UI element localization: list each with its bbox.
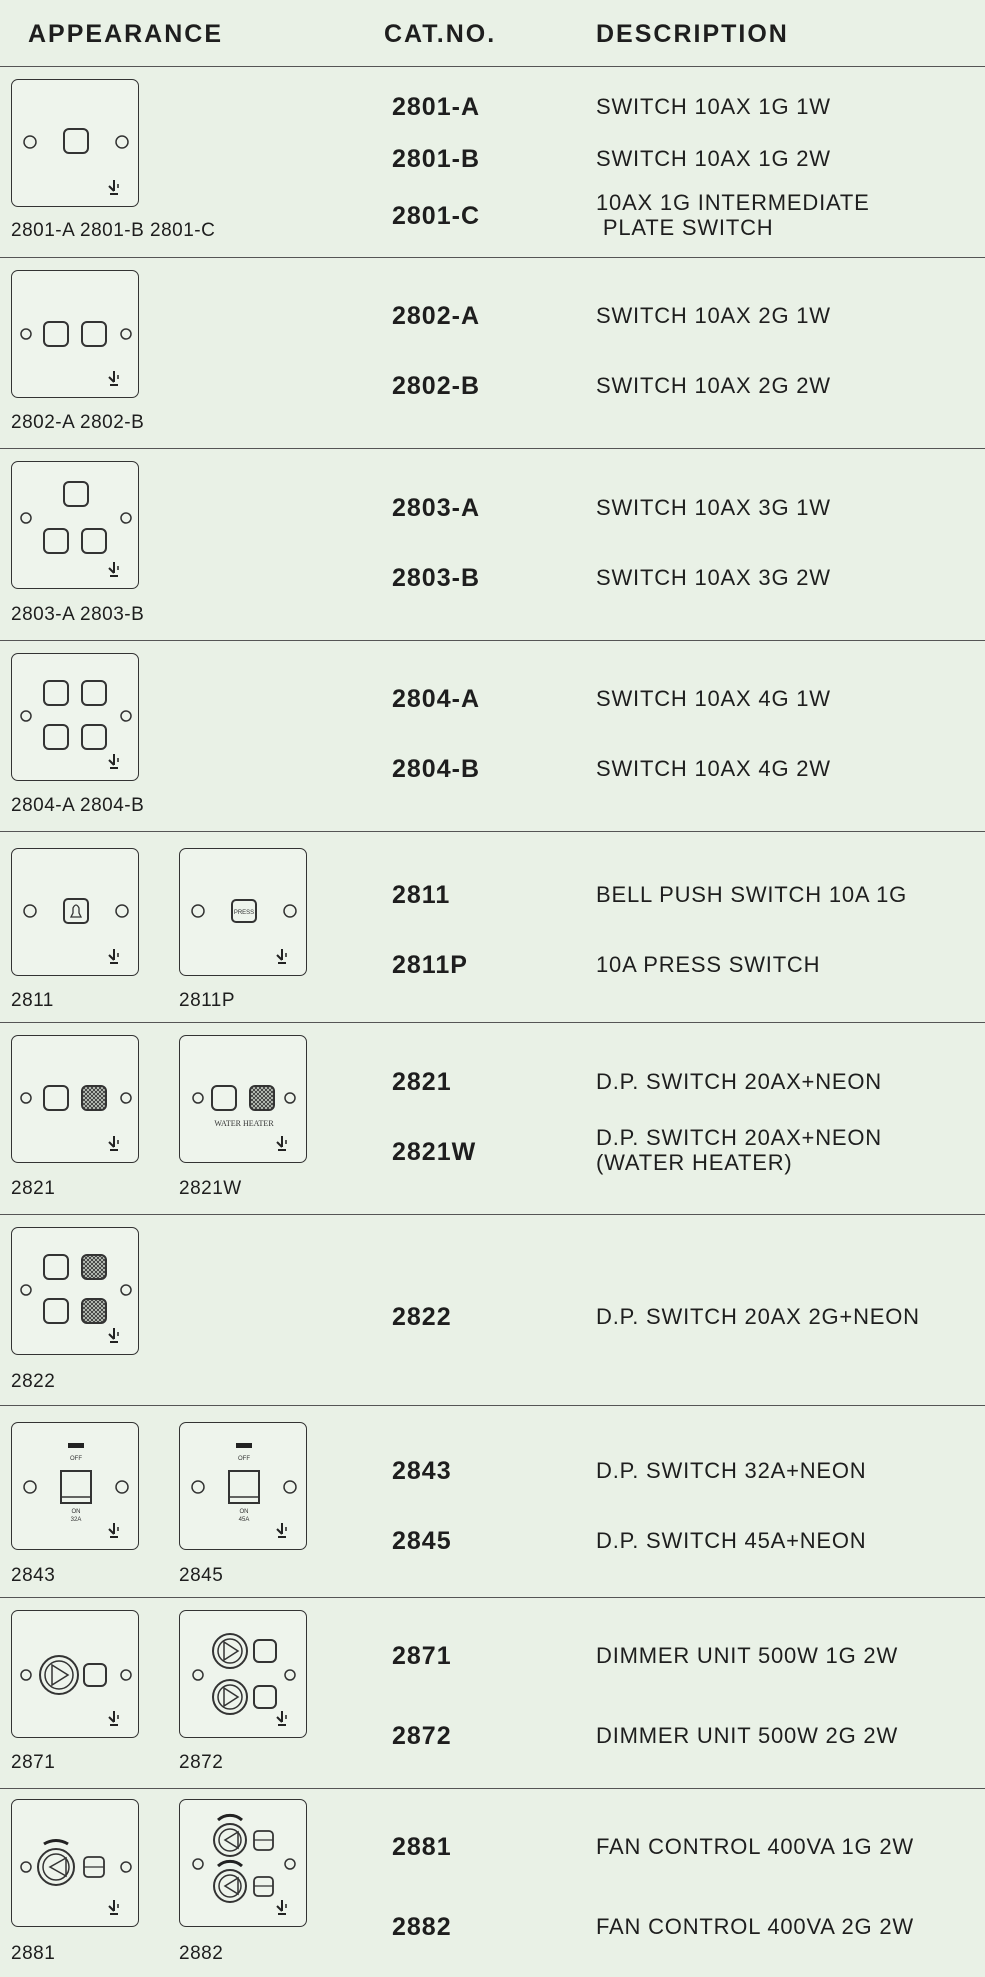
description: FAN CONTROL 400VA 1G 2W (596, 1834, 914, 1859)
cat-no: 2821W (392, 1138, 477, 1166)
appearance-caption: 2882 (179, 1943, 224, 1964)
press-label: PRESS (234, 910, 254, 916)
description: SWITCH 10AX 1G 2W (596, 146, 831, 171)
description: 10AX 1G INTERMEDIATE PLATE SWITCH (596, 190, 870, 240)
description: DIMMER UNIT 500W 2G 2W (596, 1723, 899, 1748)
amp-label: 32A (71, 1517, 82, 1523)
appearance-caption: 2803-A 2803-B (11, 604, 145, 625)
appearance-caption: 2845 (179, 1565, 224, 1586)
description: 10A PRESS SWITCH (596, 952, 821, 977)
table-header: APPEARANCE CAT.NO. DESCRIPTION (0, 0, 985, 67)
appearance-caption: 2881 (11, 1943, 56, 1964)
table-row: WATER HEATER 2821 2821W 2821 D.P. SWITCH… (0, 1023, 985, 1215)
cat-no: 2802-B (392, 372, 480, 400)
cat-no: 2881 (392, 1833, 452, 1861)
appearance-caption: 2801-A 2801-B 2801-C (11, 220, 216, 241)
header-catno: CAT.NO. (384, 20, 497, 48)
dp-switch-32a-plate-icon: OFF ON 32A (11, 1422, 139, 1550)
description: BELL PUSH SWITCH 10A 1G (596, 882, 908, 907)
cat-no: 2811P (392, 951, 468, 979)
appearance-caption: 2822 (11, 1371, 56, 1392)
description: D.P. SWITCH 20AX 2G+NEON (596, 1304, 920, 1329)
table-row: 2881 2882 2881 FAN CONTROL 400VA 1G 2W 2… (0, 1789, 985, 1977)
cat-no: 2801-A (392, 93, 480, 121)
cat-no: 2882 (392, 1913, 452, 1941)
cat-no: 2845 (392, 1527, 452, 1555)
cat-no: 2803-A (392, 494, 480, 522)
table-row: 2802-A 2802-B 2802-A SWITCH 10AX 2G 1W 2… (0, 258, 985, 449)
appearance-caption: 2821W (179, 1178, 242, 1199)
cat-no: 2801-C (392, 202, 480, 230)
description: D.P. SWITCH 20AX+NEON (596, 1069, 882, 1094)
description: SWITCH 10AX 2G 2W (596, 373, 831, 398)
description: SWITCH 10AX 3G 2W (596, 565, 831, 590)
description: SWITCH 10AX 3G 1W (596, 495, 831, 520)
description: SWITCH 10AX 4G 1W (596, 686, 831, 711)
dimmer-1g-plate-icon (11, 1610, 139, 1738)
appearance-caption: 2871 (11, 1752, 56, 1773)
cat-no: 2821 (392, 1068, 452, 1096)
press-switch-plate-icon: PRESS (179, 848, 307, 976)
cat-no: 2811 (392, 881, 451, 909)
table-row: 2804-A 2804-B 2804-A SWITCH 10AX 4G 1W 2… (0, 641, 985, 832)
water-heater-label: WATER HEATER (214, 1119, 274, 1128)
bell-push-plate-icon (11, 848, 139, 976)
cat-no: 2804-A (392, 685, 480, 713)
description: FAN CONTROL 400VA 2G 2W (596, 1914, 914, 1939)
description: D.P. SWITCH 32A+NEON (596, 1458, 867, 1483)
switch-plate-3g-icon (11, 461, 139, 589)
off-label: OFF (238, 1456, 250, 1462)
table-row: 2822 2822 D.P. SWITCH 20AX 2G+NEON (0, 1215, 985, 1406)
appearance-caption: 2802-A 2802-B (11, 412, 145, 433)
appearance-caption: 2872 (179, 1752, 224, 1773)
description: SWITCH 10AX 4G 2W (596, 756, 831, 781)
off-label: OFF (70, 1456, 82, 1462)
water-heater-plate-icon: WATER HEATER (179, 1035, 307, 1163)
cat-no: 2804-B (392, 755, 480, 783)
header-description: DESCRIPTION (596, 20, 789, 48)
table-row: 2871 2872 2871 DIMMER UNIT 500W 1G 2W 28… (0, 1598, 985, 1789)
on-label: ON (72, 1509, 81, 1515)
switch-plate-4g-icon (11, 653, 139, 781)
cat-no: 2802-A (392, 302, 480, 330)
on-label: ON (240, 1509, 249, 1515)
table-row: 2801-A 2801-B 2801-C 2801-A SWITCH 10AX … (0, 66, 985, 258)
cat-no: 2843 (392, 1457, 452, 1485)
fan-control-1g-plate-icon (11, 1799, 139, 1927)
cat-no: 2871 (392, 1642, 452, 1670)
appearance-caption: 2821 (11, 1178, 56, 1199)
dp-switch-neon-plate-icon (11, 1035, 139, 1163)
cat-no: 2822 (392, 1303, 452, 1331)
table-row: 2803-A 2803-B 2803-A SWITCH 10AX 3G 1W 2… (0, 449, 985, 641)
fan-control-2g-plate-icon (179, 1799, 307, 1927)
switch-plate-2g-icon (11, 270, 139, 398)
table-row: OFF ON 32A OFF ON 45A 2843 2845 (0, 1406, 985, 1598)
appearance-caption: 2811 (11, 990, 54, 1011)
description: SWITCH 10AX 2G 1W (596, 303, 831, 328)
appearance-caption: 2804-A 2804-B (11, 795, 145, 816)
table-row: PRESS 2811 2811P 2811 BELL PUSH SWITCH 1… (0, 832, 985, 1023)
cat-no: 2801-B (392, 145, 480, 173)
cat-no: 2872 (392, 1722, 452, 1750)
dp-switch-45a-plate-icon: OFF ON 45A (179, 1422, 307, 1550)
cat-no: 2803-B (392, 564, 480, 592)
description: DIMMER UNIT 500W 1G 2W (596, 1643, 899, 1668)
header-appearance: APPEARANCE (28, 20, 224, 48)
dimmer-2g-plate-icon (179, 1610, 307, 1738)
appearance-caption: 2811P (179, 990, 236, 1011)
description: D.P. SWITCH 20AX+NEON (WATER HEATER) (596, 1125, 882, 1175)
appearance-caption: 2843 (11, 1565, 56, 1586)
amp-label: 45A (239, 1517, 250, 1523)
dp-switch-2g-neon-plate-icon (11, 1227, 139, 1355)
switch-plate-1g-icon (11, 79, 139, 207)
description: D.P. SWITCH 45A+NEON (596, 1528, 867, 1553)
description: SWITCH 10AX 1G 1W (596, 94, 831, 119)
